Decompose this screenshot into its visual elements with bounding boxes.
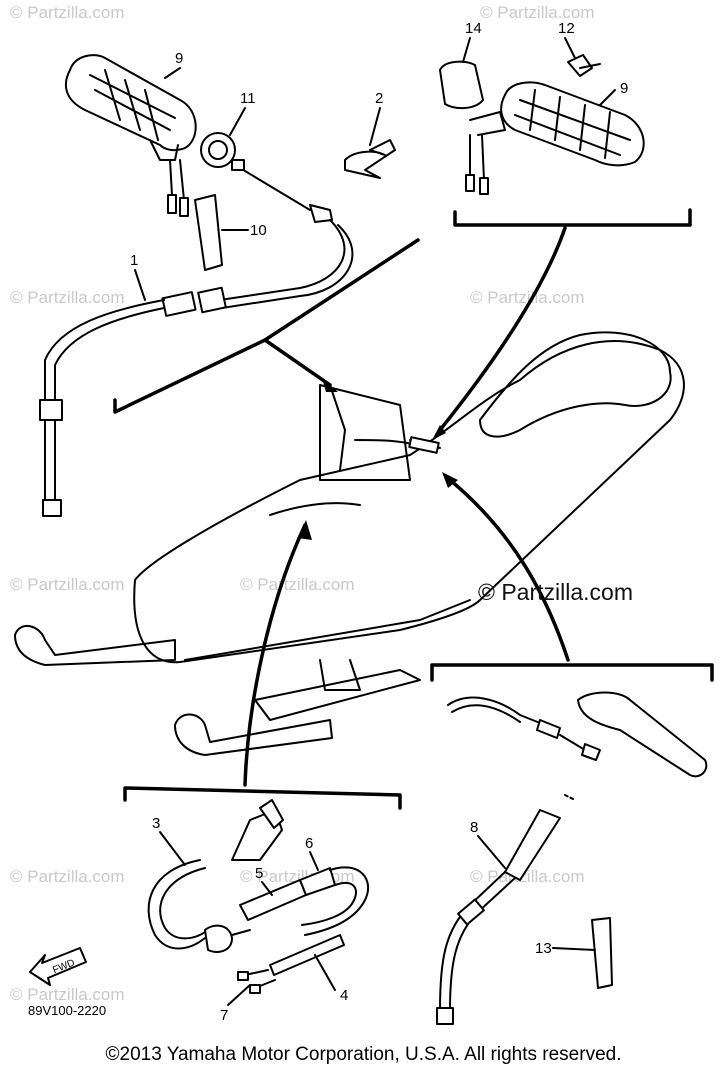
callout-12: 12: [558, 20, 575, 37]
callout-8: 8: [470, 819, 478, 836]
diagram-code: 89V100-2220: [28, 1003, 106, 1018]
callout-5: 5: [255, 865, 263, 882]
watermark: © Partzilla.com: [470, 867, 585, 886]
group-brake-cable: [430, 472, 714, 1025]
watermark: © Partzilla.com: [10, 985, 125, 1004]
callout-9-right: 9: [620, 80, 628, 97]
snowmobile: [14, 331, 685, 756]
callout-11: 11: [240, 90, 256, 107]
callout-1: 1: [130, 252, 138, 269]
callout-13: 13: [535, 940, 552, 957]
callout-9: 9: [175, 50, 183, 67]
watermark: © Partzilla.com: [10, 575, 125, 594]
watermark: © Partzilla.com: [470, 288, 585, 307]
watermark: © Partzilla.com: [10, 867, 125, 886]
callout-14: 14: [465, 20, 482, 37]
callout-6: 6: [305, 835, 313, 852]
callout-7: 7: [220, 1007, 228, 1024]
callout-3: 3: [152, 815, 160, 832]
group-right-handlebar: [408, 54, 692, 454]
group-throttle-cable: FWD: [29, 520, 402, 994]
watermark: © Partzilla.com: [10, 288, 125, 307]
callout-labels: 9 11 2 10 1 14 12 9 3 5 6 7 4 8 13: [130, 20, 628, 1024]
watermark: © Partzilla.com: [240, 575, 355, 594]
group-left-handlebar: [39, 54, 420, 517]
watermark-layer: © Partzilla.com © Partzilla.com © Partzi…: [10, 3, 595, 1004]
callout-4: 4: [340, 987, 348, 1004]
watermark-main: © Partzilla.com: [478, 579, 633, 605]
copyright-notice: ©2013 Yamaha Motor Corporation, U.S.A. A…: [105, 1044, 622, 1065]
callout-2: 2: [375, 90, 383, 107]
watermark: © Partzilla.com: [480, 3, 595, 22]
watermark: © Partzilla.com: [10, 3, 125, 22]
callout-10: 10: [250, 222, 267, 239]
